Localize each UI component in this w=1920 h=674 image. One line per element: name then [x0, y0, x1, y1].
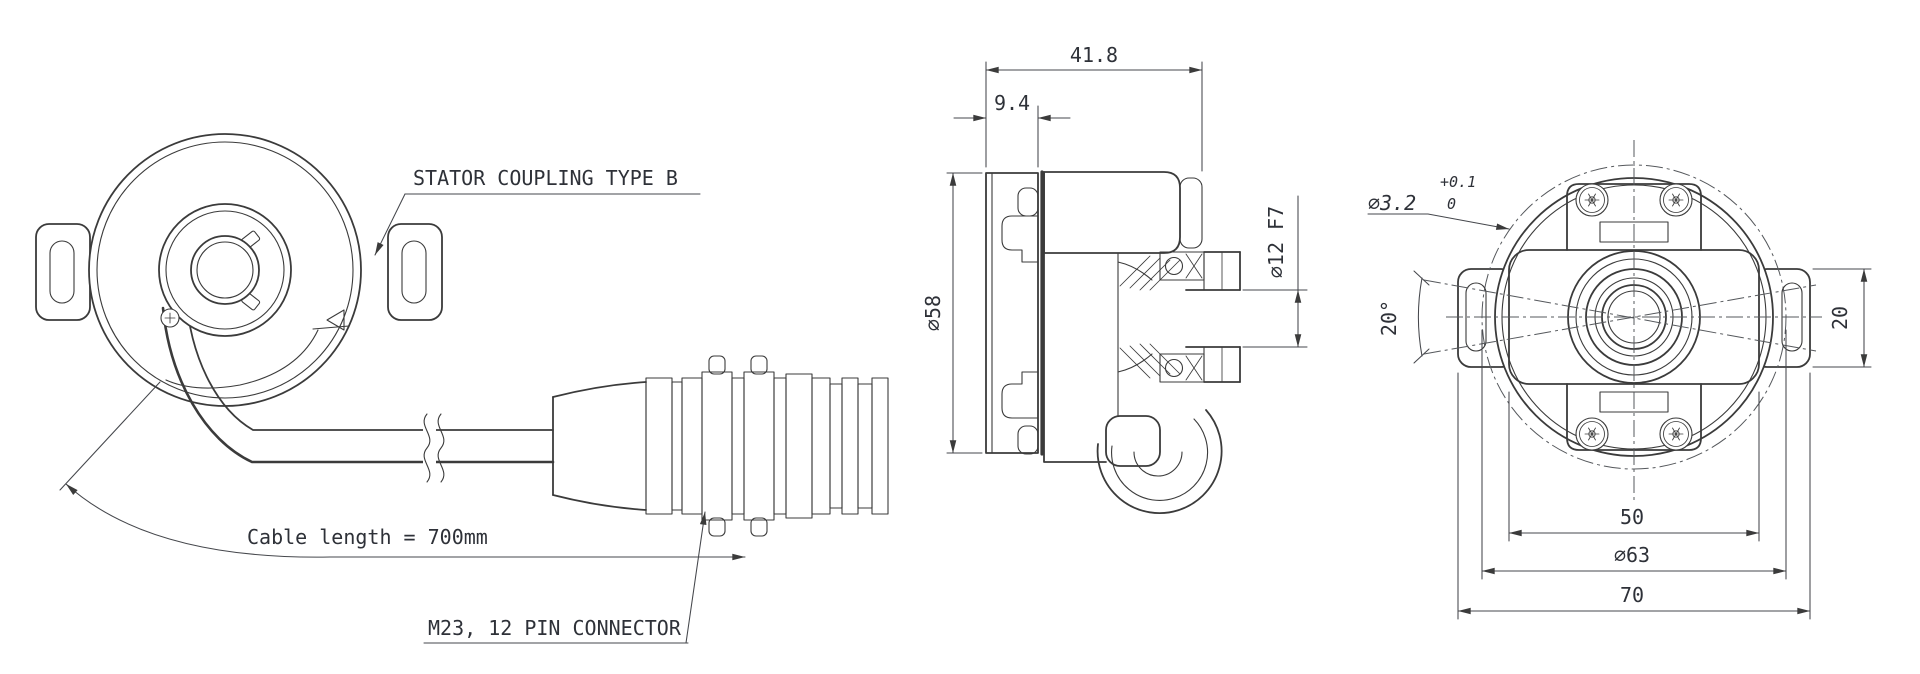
- hollow-shaft-outer: [190, 235, 260, 305]
- dim-bore-diameter: ⌀12 F7: [1242, 195, 1308, 348]
- coupling-lug: [708, 517, 726, 537]
- dim-cone-angle: 20°: [1377, 270, 1430, 364]
- housing-inner-circle: [96, 141, 354, 399]
- coupling-ring-inner: [165, 210, 285, 330]
- dim-d3-2-tol-upper: +0.1: [1440, 173, 1476, 191]
- index-pointer: [326, 309, 345, 331]
- connector-callout: M23, 12 PIN CONNECTOR: [423, 511, 707, 644]
- housing-body: [1043, 171, 1203, 463]
- bearing-ball: [1164, 256, 1184, 276]
- coupling-lug: [708, 355, 726, 375]
- stator-coupling-label: STATOR COUPLING TYPE B: [413, 166, 678, 190]
- stator-coupling-plate: [165, 309, 350, 389]
- rear-view: 20° ⌀3.2 +0.1 0 20 50 ⌀63: [1367, 140, 1872, 620]
- cable-length-callout: Cable length = 700mm: [59, 381, 746, 561]
- dim-50: 50: [1620, 505, 1644, 529]
- section-hatching: [1119, 255, 1181, 379]
- m23-connector: [552, 355, 889, 537]
- centerlines: [1423, 140, 1822, 502]
- hollow-shaft: [1185, 251, 1241, 383]
- dim-d3-2: ⌀3.2: [1368, 191, 1416, 215]
- spring-clamp-hooks: [1001, 187, 1039, 455]
- side-view: 41.8 9.4 ⌀58 ⌀12 F7: [921, 43, 1308, 515]
- cable-length-label: Cable length = 700mm: [247, 525, 488, 549]
- connector-label: M23, 12 PIN CONNECTOR: [428, 616, 682, 640]
- ear-slots: [49, 240, 427, 304]
- dim-flange-depth: 9.4: [953, 91, 1071, 168]
- top-slot: [1599, 221, 1669, 243]
- dim-20deg: 20°: [1377, 300, 1401, 336]
- cable-break-mark: [423, 413, 431, 483]
- torx-screw: [1659, 417, 1693, 451]
- coupling-lug: [750, 517, 768, 537]
- flange-screw: [1017, 425, 1039, 455]
- cable-break-mark: [437, 413, 445, 483]
- dim-41-8: 41.8: [1070, 43, 1118, 67]
- dim-housing-diameter: ⌀58: [921, 172, 983, 454]
- dim-d58: ⌀58: [921, 295, 945, 331]
- bearing-ball: [1164, 358, 1184, 378]
- dim-mount-square: 50: [1508, 391, 1760, 542]
- stator-coupling-callout: STATOR COUPLING TYPE B: [374, 166, 701, 256]
- dim-overall-width: 70: [1457, 372, 1811, 620]
- dim-20: 20: [1828, 306, 1852, 330]
- end-cap: [1179, 177, 1203, 249]
- dim-flange-diameter: ⌀63: [1481, 329, 1787, 580]
- dim-ear-height: 20: [1812, 268, 1872, 368]
- hollow-shaft-bore: [196, 241, 254, 299]
- dim-pin-hole: ⌀3.2 +0.1 0: [1367, 173, 1510, 230]
- dim-70: 70: [1620, 583, 1644, 607]
- dim-d3-2-tol-lower: 0: [1447, 195, 1456, 213]
- front-view: STATOR COUPLING TYPE B Cable length = 70…: [35, 133, 889, 644]
- clamp-screw: [160, 308, 180, 328]
- dim-d63: ⌀63: [1614, 543, 1650, 567]
- dim-9-4: 9.4: [994, 91, 1030, 115]
- dim-total-depth: 41.8: [985, 43, 1203, 172]
- dim-d12-f7: ⌀12 F7: [1264, 206, 1288, 278]
- cable-strain-relief-loop: [1096, 409, 1223, 515]
- coupling-lug: [750, 355, 768, 375]
- torx-screw: [1659, 183, 1693, 217]
- torx-screw: [1575, 183, 1609, 217]
- flange-plate: [985, 170, 1044, 456]
- flange-screw: [1017, 187, 1039, 217]
- bearings: [1159, 251, 1205, 383]
- torx-screw: [1575, 417, 1609, 451]
